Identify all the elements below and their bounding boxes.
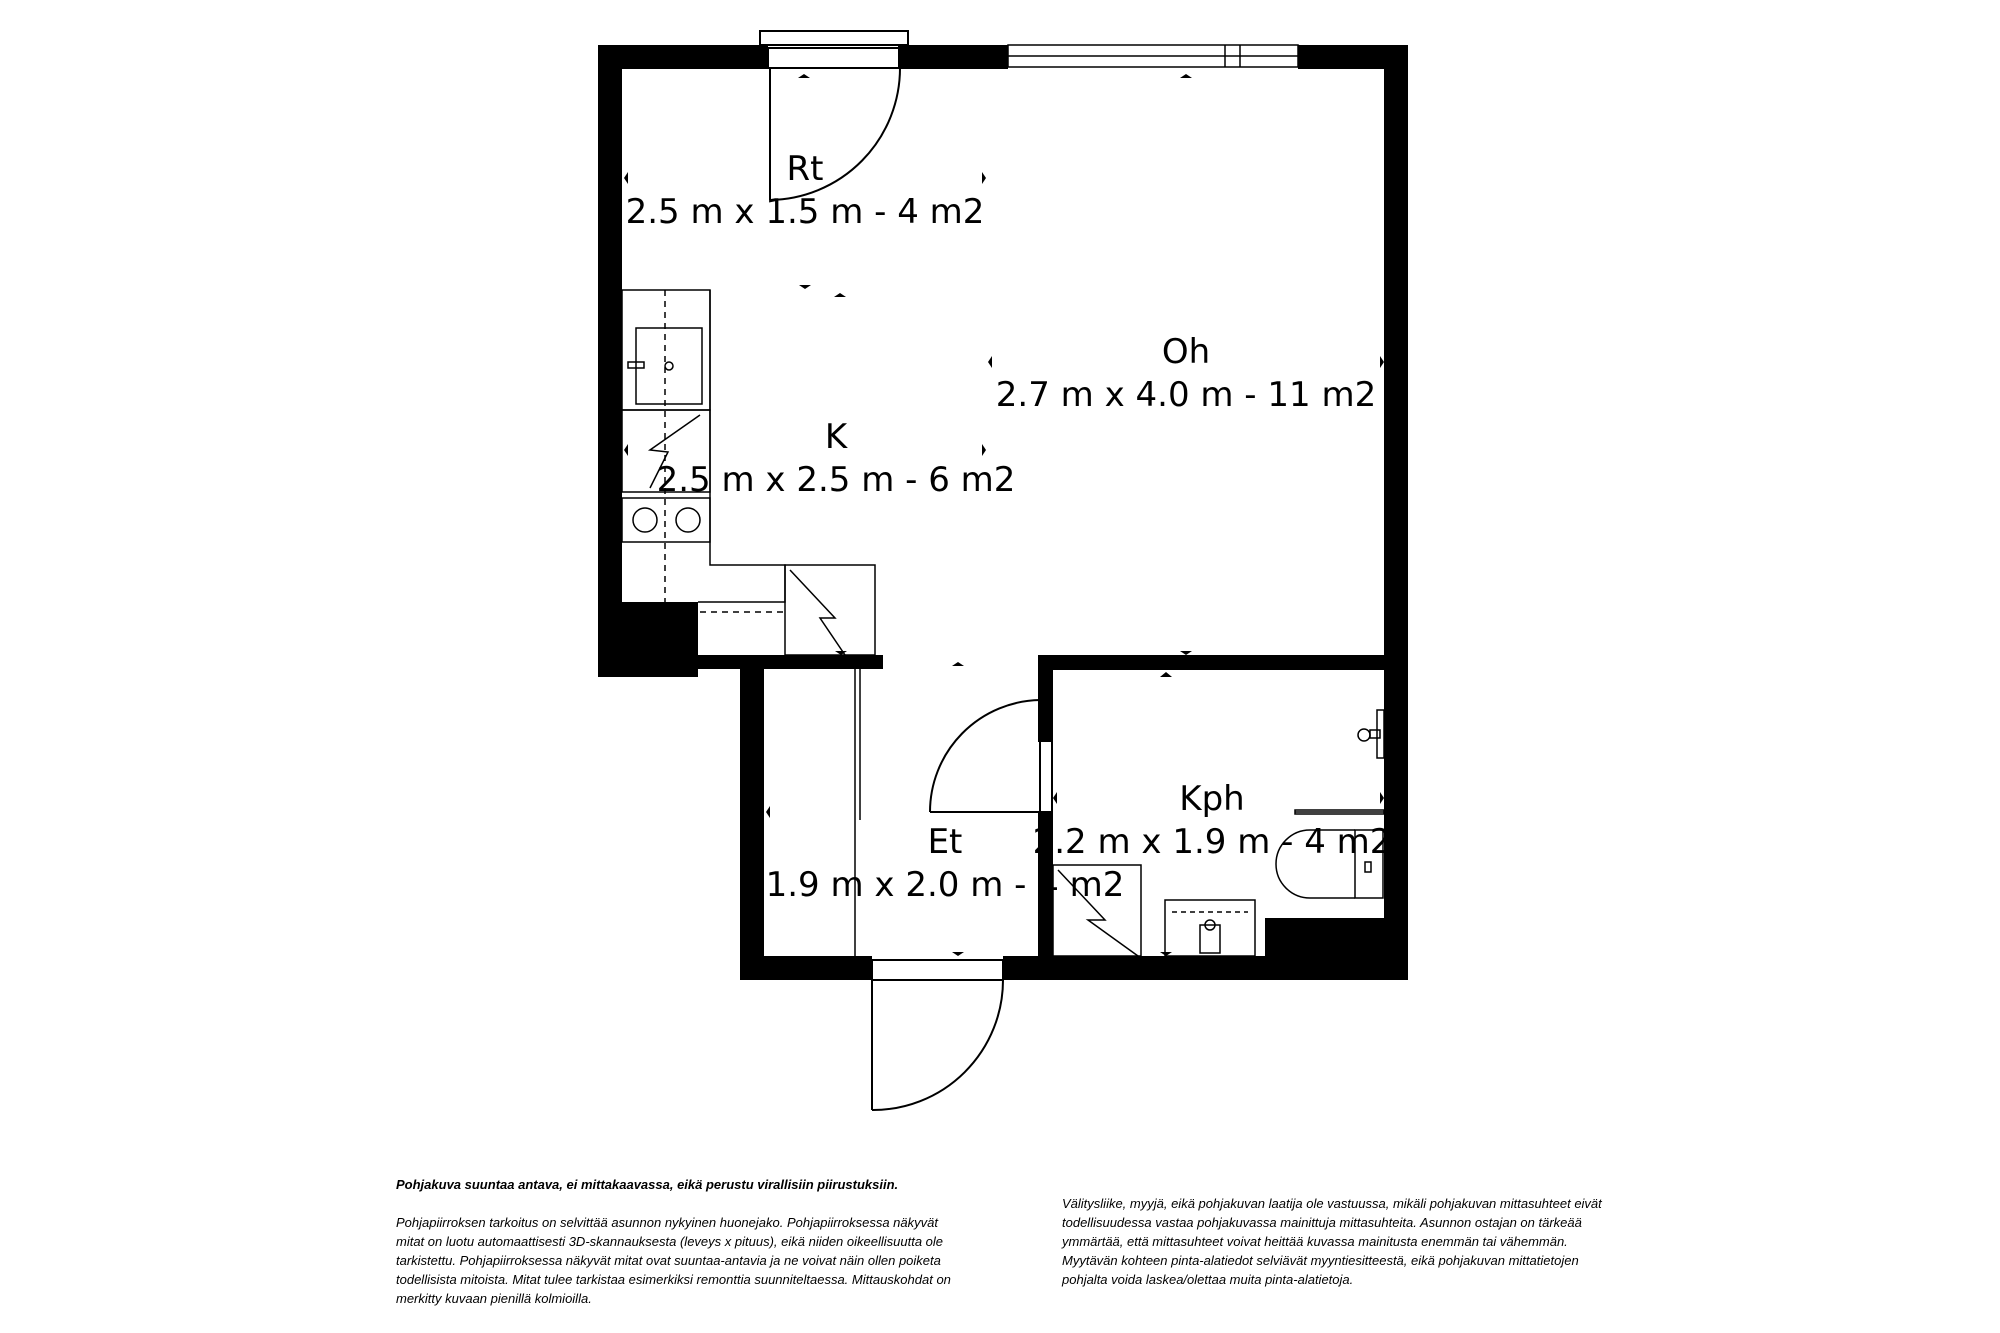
marker xyxy=(1380,356,1384,368)
windows xyxy=(1007,44,1299,68)
bath-cabinet-symbol xyxy=(1057,869,1139,957)
counter-outline xyxy=(698,290,786,603)
entrance-door xyxy=(871,959,1004,1112)
wall-top-left xyxy=(598,45,768,69)
room-name-kph: Kph xyxy=(1179,779,1244,819)
sink-faucet xyxy=(627,361,645,369)
sink-drain xyxy=(664,361,674,371)
wall-bath-left xyxy=(1038,655,1053,742)
balcony-door-frame xyxy=(759,30,909,46)
entrance-closet xyxy=(854,669,861,956)
shower-head xyxy=(1376,709,1385,759)
wall-top-mid xyxy=(898,45,1008,69)
wall-bottom-left xyxy=(740,956,872,980)
marker xyxy=(1160,952,1172,956)
bathroom-fixtures xyxy=(1052,709,1385,957)
marker xyxy=(1160,672,1172,677)
fridge-symbol xyxy=(647,414,701,489)
wall-right-upper xyxy=(1384,45,1408,670)
bathroom-door-swing xyxy=(929,699,1041,813)
toilet xyxy=(1275,829,1355,899)
entrance-door-threshold xyxy=(871,959,1004,981)
cabinet xyxy=(784,564,876,656)
balcony-door-swing xyxy=(769,67,901,201)
marker xyxy=(1380,792,1384,804)
stove xyxy=(621,497,711,543)
marker xyxy=(1180,651,1192,655)
room-size-rt: 2.5 m x 1.5 m - 4 m2 xyxy=(626,192,985,232)
room-labels: Rt 2.5 m x 1.5 m - 4 m2 Oh 2.7 m x 4.0 m… xyxy=(626,149,1392,905)
room-name-k: K xyxy=(825,417,849,457)
bath-sink-drain xyxy=(1204,919,1216,931)
wall-kitchen-bottom xyxy=(598,655,883,669)
marker xyxy=(834,293,846,297)
kitchen xyxy=(621,289,876,656)
room-size-kph: 2.2 m x 1.9 m - 4 m2 xyxy=(1033,822,1392,862)
room-size-et: 1.9 m x 2.0 m - 4 m2 xyxy=(766,865,1125,905)
entrance-door-swing xyxy=(871,979,1004,1112)
cabinet-symbol xyxy=(789,569,846,656)
measurement-markers xyxy=(624,74,1384,956)
marker xyxy=(624,444,628,456)
room-name-et: Et xyxy=(928,822,963,862)
disclaimer-left: Pohjakuva suuntaa antava, ei mittakaavas… xyxy=(396,1175,956,1308)
balcony-door-threshold xyxy=(767,47,901,69)
room-size-oh: 2.7 m x 4.0 m - 11 m2 xyxy=(996,375,1376,415)
marker xyxy=(1180,74,1192,78)
marker xyxy=(982,172,986,184)
wall-bath-left-low xyxy=(1038,812,1053,972)
shower-valve xyxy=(1357,728,1371,742)
bathroom-door xyxy=(929,699,1053,813)
room-size-k: 2.5 m x 2.5 m - 6 m2 xyxy=(657,460,1016,500)
wall-bath-top xyxy=(1038,655,1408,670)
kitchen-counter xyxy=(621,289,711,411)
marker xyxy=(1053,792,1057,804)
marker xyxy=(835,651,847,655)
disclaimer-title: Pohjakuva suuntaa antava, ei mittakaavas… xyxy=(396,1177,899,1192)
marker xyxy=(988,356,992,368)
marker xyxy=(982,444,986,456)
wall-bath-corner xyxy=(1265,918,1408,980)
room-name-oh: Oh xyxy=(1162,332,1210,372)
bath-sink-basin xyxy=(1199,924,1221,954)
room-name-rt: Rt xyxy=(787,149,824,189)
bath-cabinet xyxy=(1052,864,1142,957)
marker xyxy=(952,952,964,956)
marker xyxy=(952,662,964,666)
marker xyxy=(766,806,770,818)
wall-left xyxy=(598,45,622,677)
marker xyxy=(624,172,628,184)
wall-entrance-left xyxy=(740,669,764,980)
disclaimer-left-text: Pohjapiirroksen tarkoitus on selvittää a… xyxy=(396,1215,951,1306)
toilet-tank xyxy=(1354,829,1384,899)
shower-bracket xyxy=(1369,729,1381,739)
marker xyxy=(799,285,811,289)
disclaimer-right-text: Välitysliike, myyjä, eikä pohjakuvan laa… xyxy=(1062,1196,1602,1287)
stove-burner-1 xyxy=(632,507,658,533)
marker xyxy=(798,74,810,78)
bath-sink xyxy=(1164,899,1256,957)
toilet-flush xyxy=(1364,861,1372,873)
bathroom-door-frame xyxy=(1039,699,1053,813)
sink xyxy=(635,327,703,405)
balcony-door xyxy=(759,30,909,201)
shower-rail-bar xyxy=(1294,809,1385,815)
disclaimer-right: Välitysliike, myyjä, eikä pohjakuvan laa… xyxy=(1062,1175,1622,1289)
stove-burner-2 xyxy=(675,507,701,533)
walls xyxy=(598,45,1408,980)
